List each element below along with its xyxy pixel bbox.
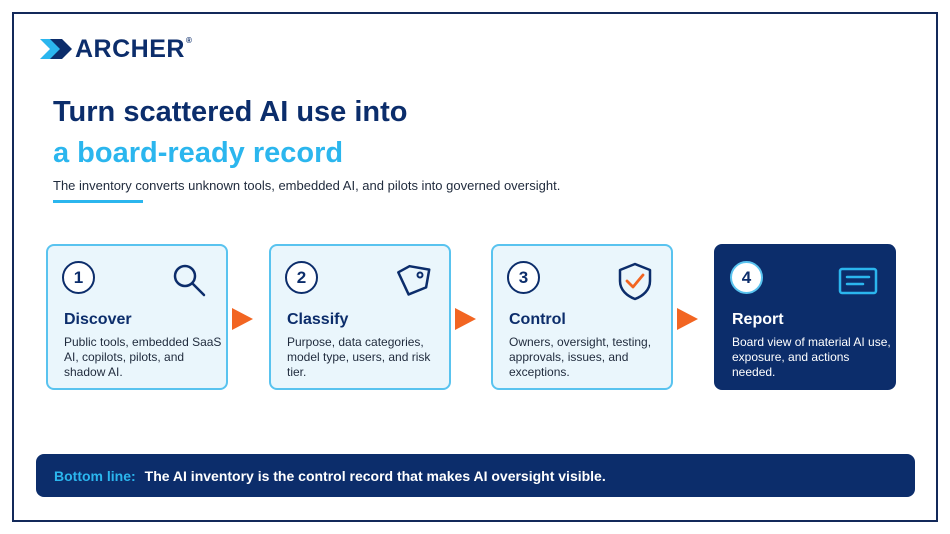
step-description: Purpose, data categories, model type, us… — [287, 335, 431, 379]
flow-arrow-icon — [455, 308, 476, 330]
step-title: Report — [732, 311, 784, 328]
bottom-line-text: The AI inventory is the control record t… — [144, 467, 606, 484]
shield-check-icon — [615, 261, 655, 301]
step-card-classify: 2 Classify Purpose, data categories, mod… — [269, 244, 451, 390]
archer-logo: ARCHER ® — [40, 36, 192, 62]
bottom-line-label: Bottom line: — [54, 467, 136, 484]
step-card-discover: 1 Discover Public tools, embedded SaaS A… — [46, 244, 228, 390]
step-number-badge: 2 — [285, 261, 318, 294]
step-description: Public tools, embedded SaaS AI, copilots… — [64, 335, 222, 379]
registered-mark: ® — [185, 35, 192, 45]
page-title-line-2: a board-ready record — [53, 137, 344, 169]
bottom-line-banner: Bottom line: The AI inventory is the con… — [36, 454, 915, 497]
step-number-badge: 4 — [730, 261, 763, 294]
step-description: Board view of material AI use, exposure,… — [732, 335, 891, 379]
flow-arrow-icon — [232, 308, 253, 330]
step-number-badge: 1 — [62, 261, 95, 294]
page-subtitle: The inventory converts unknown tools, em… — [53, 178, 561, 193]
page-title-line-1: Turn scattered AI use into — [53, 96, 408, 128]
archer-chevron-icon — [40, 39, 72, 59]
step-card-control: 3 Control Owners, oversight, testing, ap… — [491, 244, 673, 390]
step-number-badge: 3 — [507, 261, 540, 294]
report-icon — [838, 261, 878, 301]
step-card-report: 4 Report Board view of material AI use, … — [714, 244, 896, 390]
step-title: Control — [509, 311, 566, 328]
step-description: Owners, oversight, testing, approvals, i… — [509, 335, 652, 379]
step-title: Discover — [64, 311, 132, 328]
title-underline — [53, 200, 143, 203]
magnifier-icon — [170, 261, 210, 301]
tag-icon — [393, 261, 433, 301]
logo-wordmark: ARCHER — [75, 35, 185, 63]
step-title: Classify — [287, 311, 349, 328]
flow-arrow-icon — [677, 308, 698, 330]
